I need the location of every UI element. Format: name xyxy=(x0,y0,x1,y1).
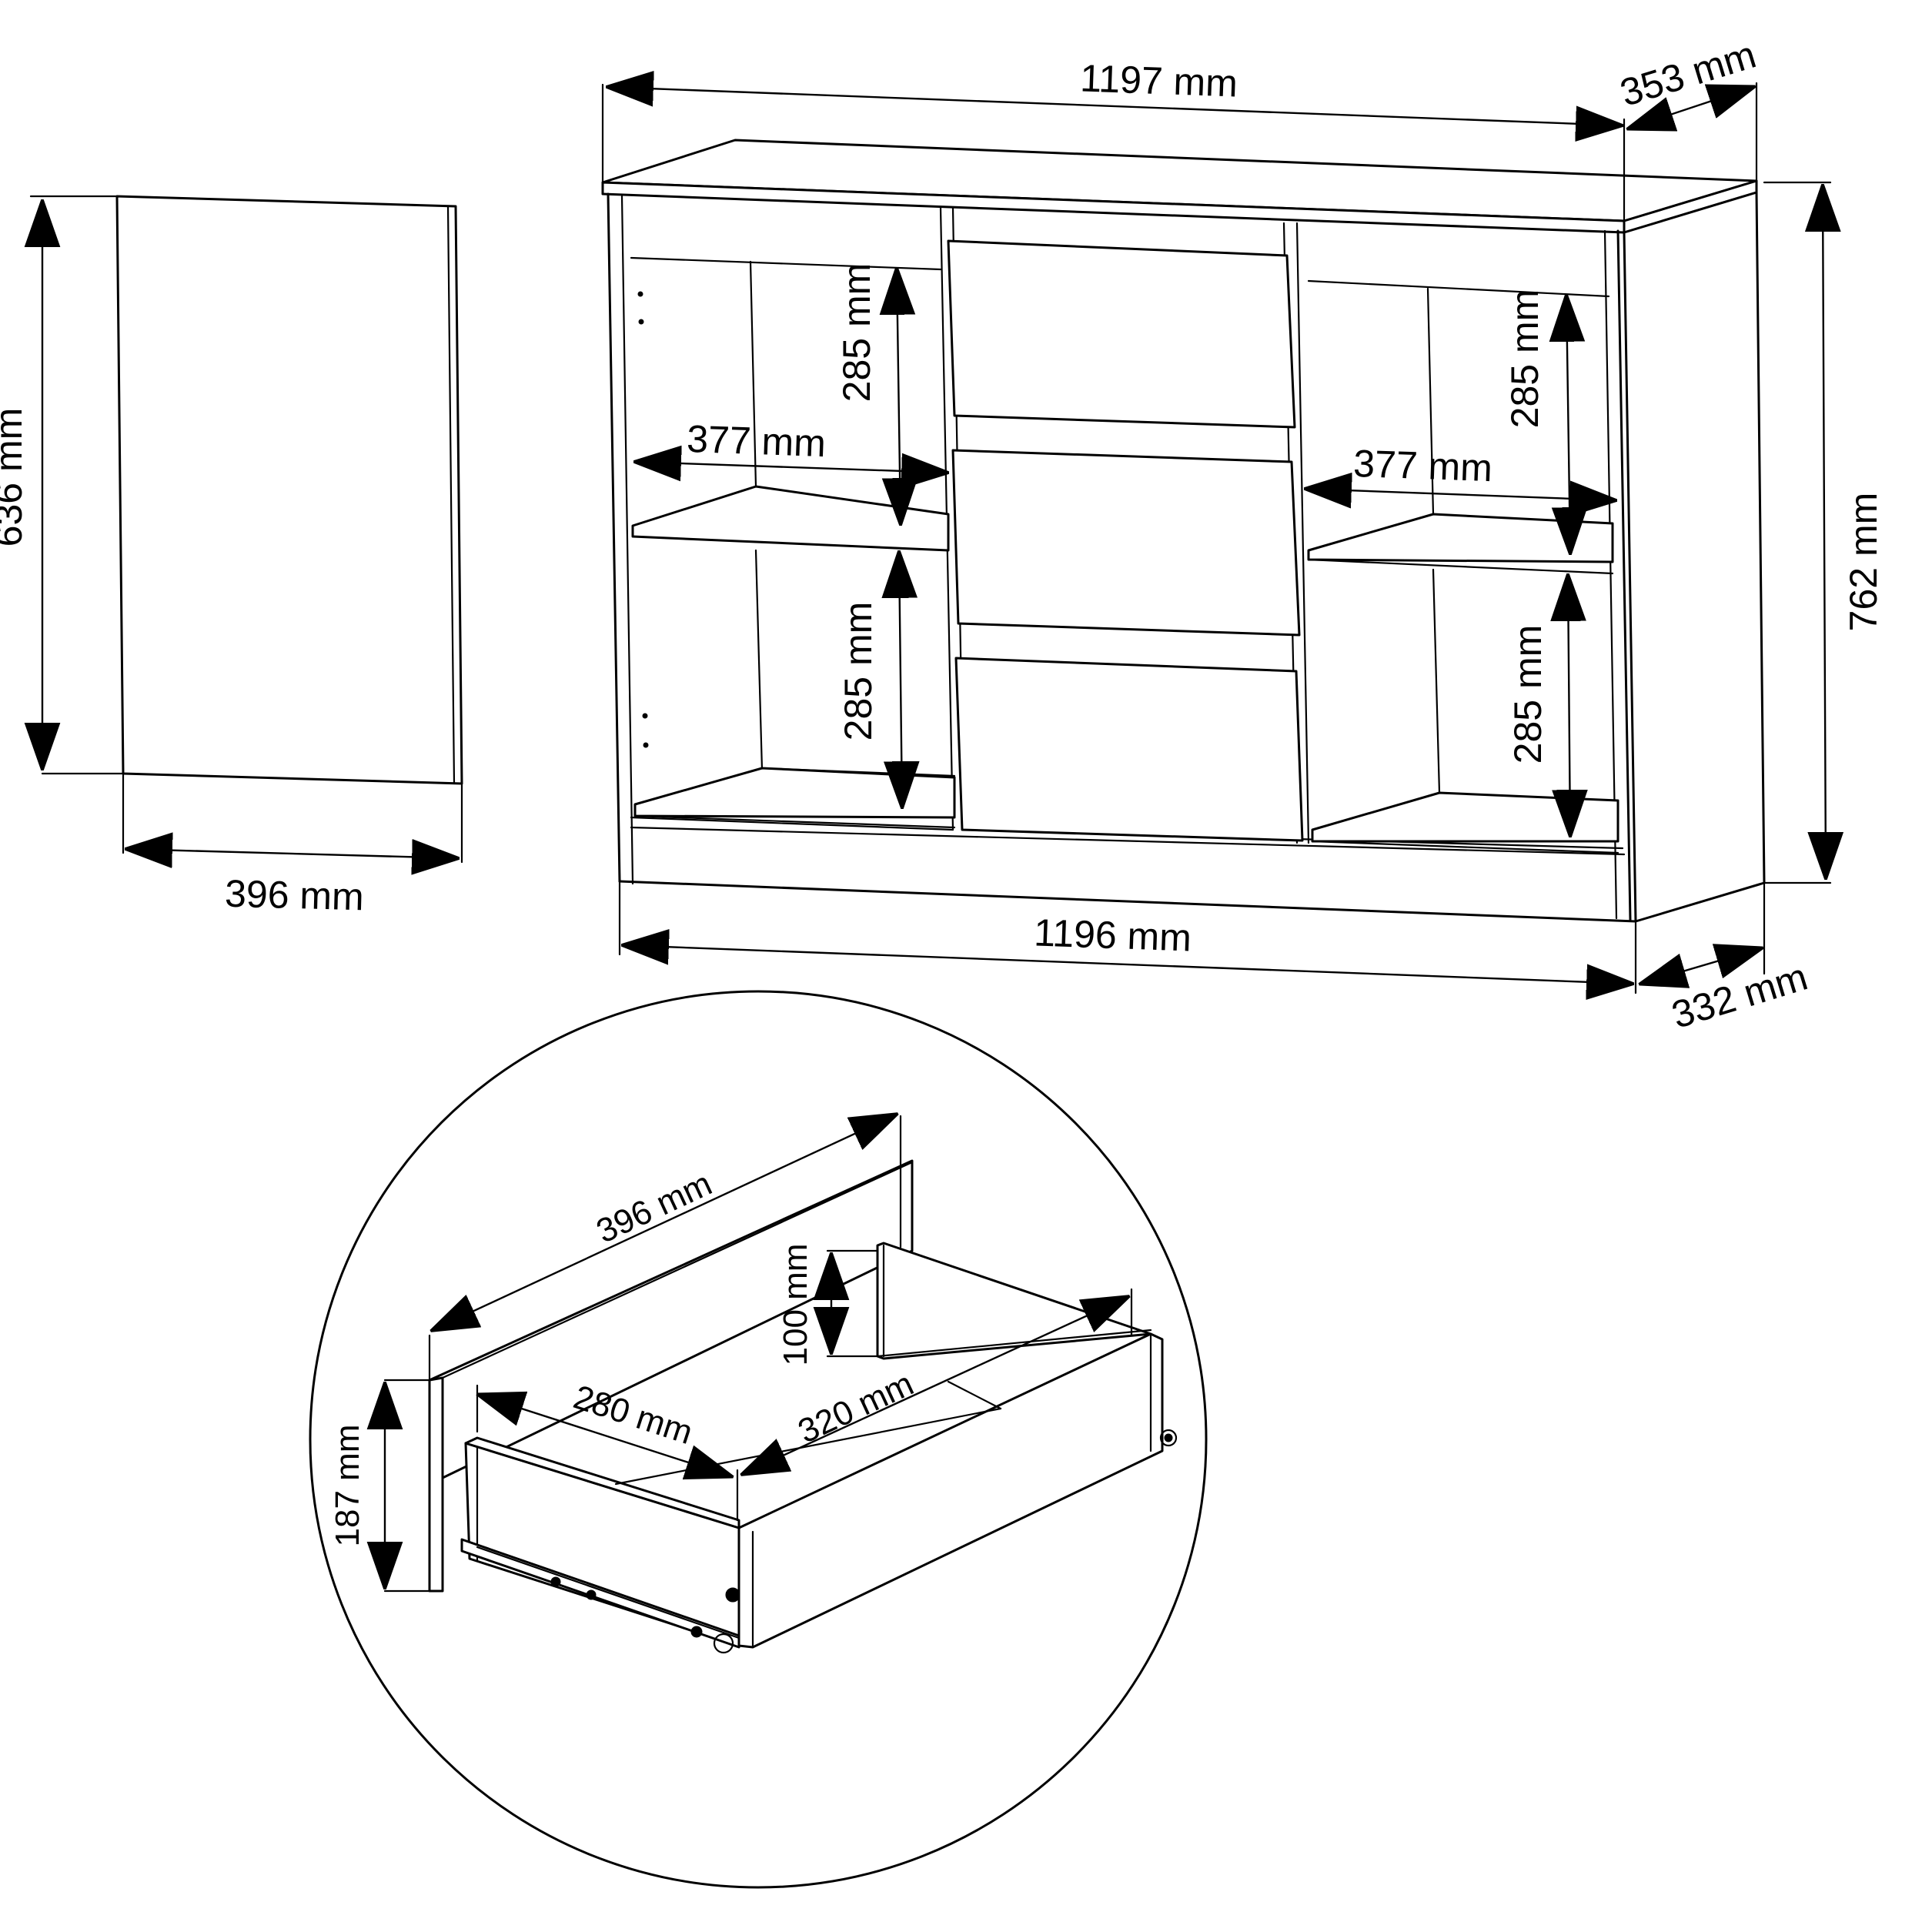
base-depth-label: 332 mm xyxy=(1666,955,1812,1037)
right-shelf-width-label: 377 mm xyxy=(1352,442,1492,490)
top-width-label: 1197 mm xyxy=(1079,56,1238,105)
drawer-front-height-label: 187 mm xyxy=(329,1425,366,1547)
door-width-label: 396 mm xyxy=(224,872,364,919)
left-upper-height-label: 285 mm xyxy=(835,263,878,403)
base-width-dimension: 1196 mm xyxy=(623,911,1632,984)
door-panel xyxy=(29,195,463,864)
top-width-dimension: 1197 mm xyxy=(608,56,1621,125)
total-height-label: 762 mm xyxy=(1842,493,1885,632)
door-height-dimension: 636 mm xyxy=(0,202,42,768)
base-depth-dimension: 332 mm xyxy=(1641,948,1813,1037)
drawer-front-width-label: 396 mm xyxy=(590,1165,717,1251)
left-upper-height-dimension: 285 mm xyxy=(835,263,901,523)
drawer-front-height-dimension: 187 mm xyxy=(329,1384,385,1587)
drawer-inner-width-label: 280 mm xyxy=(569,1378,697,1452)
detail-circle xyxy=(309,990,1208,1889)
left-lower-height-label: 285 mm xyxy=(837,602,880,741)
right-upper-height-dimension: 285 mm xyxy=(1503,289,1570,553)
drawer-inner-height-label: 100 mm xyxy=(777,1244,814,1366)
base-width-label: 1196 mm xyxy=(1033,911,1192,959)
left-shelf-width-dimension: 377 mm xyxy=(636,417,947,473)
drawer-front-top xyxy=(947,239,1296,429)
total-height-dimension: 762 mm xyxy=(1823,186,1885,877)
right-lower-height-label: 285 mm xyxy=(1506,625,1549,764)
drawer-detail-view xyxy=(309,990,1208,1889)
door-height-label: 636 mm xyxy=(0,408,30,547)
top-depth-label: 353 mm xyxy=(1615,33,1760,115)
drawer-front-middle xyxy=(951,449,1301,637)
right-upper-height-label: 285 mm xyxy=(1503,289,1546,429)
drawer-front-bottom xyxy=(954,657,1304,842)
right-lower-height-dimension: 285 mm xyxy=(1506,576,1570,835)
left-shelf-width-label: 377 mm xyxy=(686,417,826,465)
left-lower-height-dimension: 285 mm xyxy=(837,553,902,807)
top-depth-dimension: 353 mm xyxy=(1615,33,1761,129)
right-shelf-width-dimension: 377 mm xyxy=(1306,442,1615,500)
cabinet-body xyxy=(601,82,1832,994)
door-width-dimension: 396 mm xyxy=(127,849,457,918)
